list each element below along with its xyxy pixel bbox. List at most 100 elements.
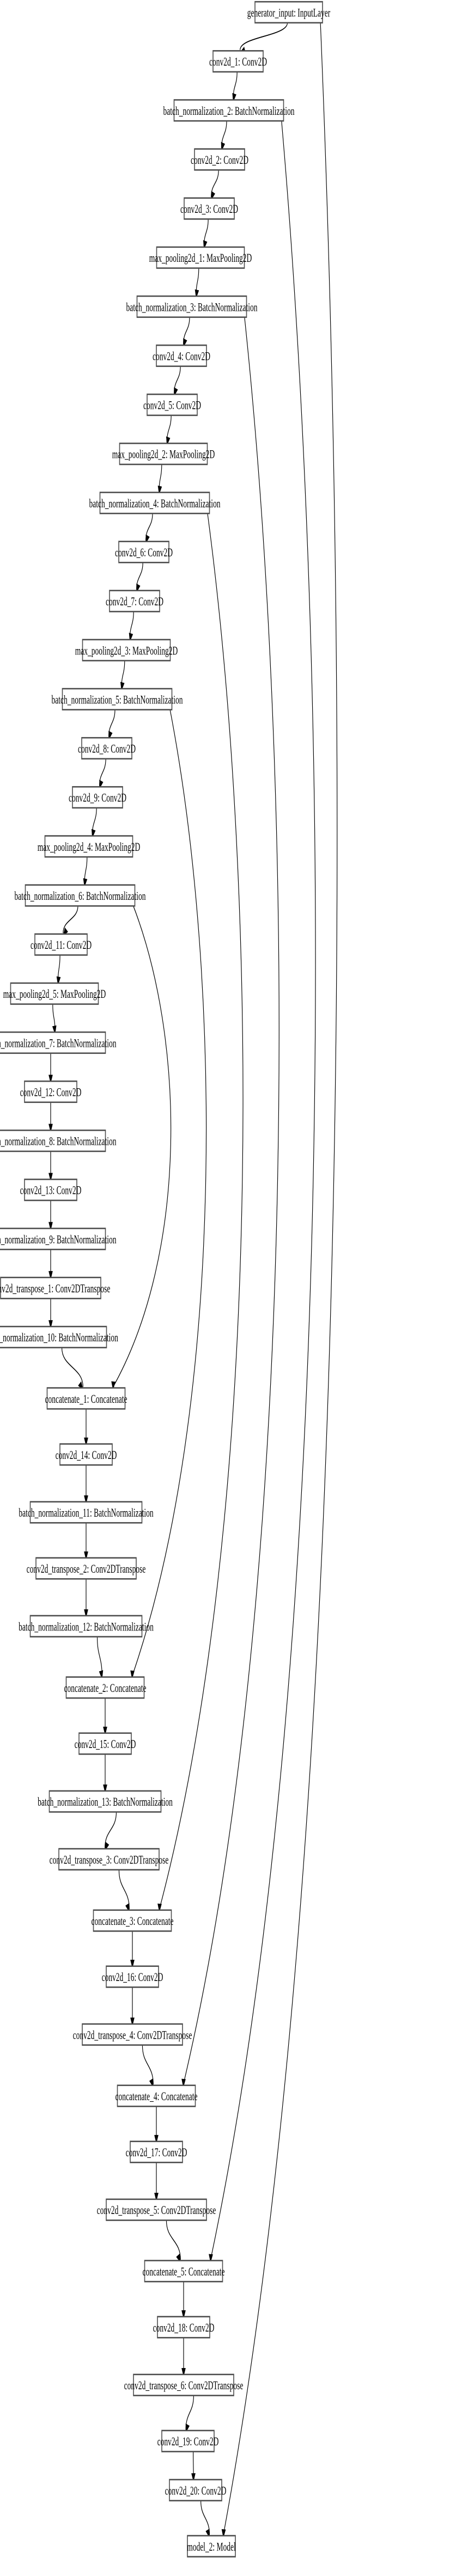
graph-node-conv2d_3[interactable]: conv2d_3: Conv2D [180,197,238,220]
node-box[interactable] [44,835,133,858]
node-box[interactable] [144,2260,223,2283]
graph-node-conv2d_12[interactable]: conv2d_12: Conv2D [20,1080,82,1103]
node-box[interactable] [99,492,210,514]
graph-node-conv2d_6[interactable]: conv2d_6: Conv2D [115,541,173,563]
graph-node-conv2d_9[interactable]: conv2d_9: Conv2D [69,786,126,809]
node-box[interactable] [34,933,88,956]
graph-node-concatenate_5[interactable]: concatenate_5: Concatenate [143,2260,225,2283]
graph-node-concatenate_3[interactable]: concatenate_3: Concatenate [92,1909,174,1932]
graph-node-conv2d_15[interactable]: conv2d_15: Conv2D [75,1732,136,1755]
node-box[interactable] [184,197,235,220]
node-box[interactable] [46,1387,126,1410]
graph-node-conv2d_1[interactable]: conv2d_1: Conv2D [209,50,267,73]
node-box[interactable] [58,1848,160,1871]
node-box[interactable] [136,295,247,318]
graph-node-concatenate_1[interactable]: concatenate_1: Concatenate [45,1387,127,1410]
node-box[interactable] [24,1080,77,1103]
graph-node-batch_normalization_9[interactable]: batch_normalization_9: BatchNormalizatio… [0,1228,116,1250]
node-box[interactable] [62,688,173,711]
graph-node-conv2d_transpose_3[interactable]: conv2d_transpose_3: Conv2DTranspose [50,1848,169,1871]
node-box[interactable] [59,1443,113,1466]
graph-node-batch_normalization_4[interactable]: batch_normalization_4: BatchNormalizatio… [89,492,221,514]
graph-node-batch_normalization_11[interactable]: batch_normalization_11: BatchNormalizati… [19,1501,154,1524]
node-box[interactable] [82,639,171,661]
graph-node-max_pooling2d_5[interactable]: max_pooling2d_5: MaxPooling2D [3,982,106,1005]
graph-node-conv2d_5[interactable]: conv2d_5: Conv2D [143,393,201,416]
node-box[interactable] [212,50,264,73]
node-box[interactable] [173,99,284,122]
node-box[interactable] [29,1615,143,1637]
graph-node-conv2d_transpose_6[interactable]: conv2d_transpose_6: Conv2DTranspose [124,2373,244,2396]
graph-node-conv2d_13[interactable]: conv2d_13: Conv2D [20,1179,82,1201]
graph-node-conv2d_19[interactable]: conv2d_19: Conv2D [157,2430,219,2452]
graph-node-concatenate_4[interactable]: concatenate_4: Concatenate [116,2084,198,2107]
graph-node-model_2[interactable]: model_2: Model [187,2535,236,2557]
graph-node-conv2d_17[interactable]: conv2d_17: Conv2D [126,2140,187,2163]
node-box[interactable] [117,2084,196,2107]
node-box[interactable] [156,344,207,367]
graph-node-batch_normalization_13[interactable]: batch_normalization_13: BatchNormalizati… [38,1790,173,1813]
graph-node-concatenate_2[interactable]: concatenate_2: Concatenate [64,1676,147,1699]
graph-node-conv2d_11[interactable]: conv2d_11: Conv2D [31,933,92,956]
graph-node-conv2d_8[interactable]: conv2d_8: Conv2D [78,737,136,760]
node-box[interactable] [82,2023,183,2046]
edge-conv2d_12-to-batch_normalization_8 [48,1102,53,1133]
node-box[interactable] [72,786,123,809]
graph-node-max_pooling2d_1[interactable]: max_pooling2d_1: MaxPooling2D [149,246,252,269]
graph-node-conv2d_4[interactable]: conv2d_4: Conv2D [153,344,210,367]
node-box[interactable] [93,1909,172,1932]
graph-node-batch_normalization_6[interactable]: batch_normalization_6: BatchNormalizatio… [15,884,146,907]
graph-node-conv2d_20[interactable]: conv2d_20: Conv2D [165,2479,227,2501]
graph-node-conv2d_14[interactable]: conv2d_14: Conv2D [56,1443,117,1466]
graph-node-conv2d_transpose_1[interactable]: conv2d_transpose_1: Conv2DTranspose [0,1277,110,1299]
node-box[interactable] [157,2316,210,2339]
node-box[interactable] [118,541,169,563]
graph-node-batch_normalization_5[interactable]: batch_normalization_5: BatchNormalizatio… [52,688,183,711]
node-box[interactable] [161,2430,215,2452]
graph-node-generator_input[interactable]: generator_input: InputLayer [247,1,330,24]
node-box[interactable] [169,2479,222,2501]
node-box[interactable] [0,1129,106,1152]
node-box[interactable] [0,1228,106,1250]
node-box[interactable] [119,443,208,465]
node-box[interactable] [24,1179,77,1201]
graph-node-conv2d_transpose_5[interactable]: conv2d_transpose_5: Conv2DTranspose [97,2198,216,2221]
node-box[interactable] [0,1031,106,1054]
graph-node-max_pooling2d_4[interactable]: max_pooling2d_4: MaxPooling2D [38,835,141,858]
node-box[interactable] [130,2140,183,2163]
node-box[interactable] [10,982,99,1005]
graph-node-batch_normalization_12[interactable]: batch_normalization_12: BatchNormalizati… [19,1615,154,1637]
graph-node-conv2d_18[interactable]: conv2d_18: Conv2D [153,2316,215,2339]
graph-node-conv2d_2[interactable]: conv2d_2: Conv2D [191,148,248,171]
graph-node-max_pooling2d_2[interactable]: max_pooling2d_2: MaxPooling2D [112,443,215,465]
node-box[interactable] [81,737,132,760]
graph-node-max_pooling2d_3[interactable]: max_pooling2d_3: MaxPooling2D [75,639,178,661]
graph-node-batch_normalization_8[interactable]: batch_normalization_8: BatchNormalizatio… [0,1129,116,1152]
graph-node-batch_normalization_2[interactable]: batch_normalization_2: BatchNormalizatio… [163,99,295,122]
node-box[interactable] [194,148,245,171]
node-box[interactable] [187,2535,236,2557]
node-box[interactable] [35,1557,137,1580]
node-box[interactable] [133,2373,234,2396]
node-box[interactable] [106,1965,159,1988]
node-box[interactable] [147,393,198,416]
graph-node-conv2d_16[interactable]: conv2d_16: Conv2D [102,1965,163,1988]
node-box[interactable] [65,1676,145,1699]
graph-node-batch_normalization_3[interactable]: batch_normalization_3: BatchNormalizatio… [126,295,258,318]
node-box[interactable] [48,1790,162,1813]
node-box[interactable] [0,1326,107,1348]
graph-node-conv2d_transpose_4[interactable]: conv2d_transpose_4: Conv2DTranspose [73,2023,192,2046]
node-box[interactable] [254,1,323,24]
node-label: model_2: Model [187,2540,236,2553]
node-box[interactable] [25,884,136,907]
node-box[interactable] [29,1501,143,1524]
node-box[interactable] [109,590,160,612]
graph-node-batch_normalization_7[interactable]: batch_normalization_7: BatchNormalizatio… [0,1031,116,1054]
node-box[interactable] [0,1277,101,1299]
node-box[interactable] [78,1732,132,1755]
graph-node-conv2d_7[interactable]: conv2d_7: Conv2D [106,590,163,612]
node-box[interactable] [106,2198,207,2221]
graph-node-batch_normalization_10[interactable]: batch_normalization_10: BatchNormalizati… [0,1326,118,1348]
graph-node-conv2d_transpose_2[interactable]: conv2d_transpose_2: Conv2DTranspose [27,1557,146,1580]
node-box[interactable] [156,246,245,269]
